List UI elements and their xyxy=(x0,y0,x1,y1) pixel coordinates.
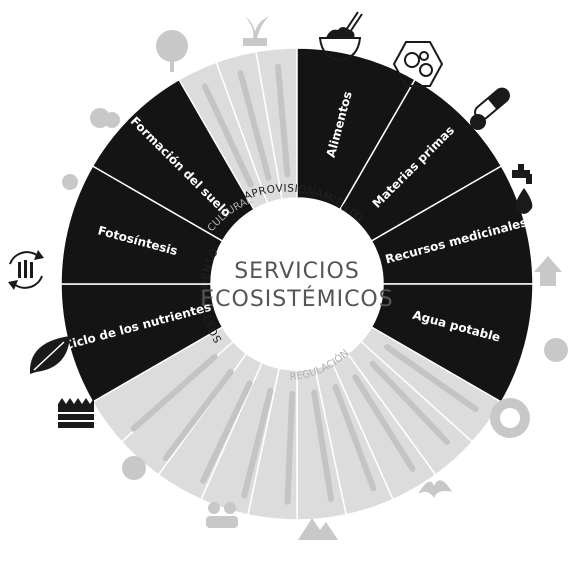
faint-label-mark-7 xyxy=(200,380,253,484)
faint-label-mark-3 xyxy=(332,384,377,492)
cycle-grain-icon xyxy=(8,250,44,290)
faint-label-mark-top-2 xyxy=(275,63,291,178)
waves-icon xyxy=(544,338,568,362)
leaf-icon xyxy=(29,336,71,374)
food-bowl-icon xyxy=(318,11,363,62)
money-cycle-icon xyxy=(490,398,530,438)
climate-icon xyxy=(534,256,562,286)
mountain-icon xyxy=(298,518,338,540)
faint-label-mark-top-0 xyxy=(201,83,254,188)
bird-icon xyxy=(418,480,452,498)
faint-label-mark-0 xyxy=(384,344,479,412)
water-tap-icon xyxy=(512,164,532,184)
dark-segments xyxy=(60,47,534,404)
faint-label-mark-top-1 xyxy=(237,70,272,181)
people-icon xyxy=(206,502,238,528)
plant-icon xyxy=(243,16,269,46)
soil-layers-icon xyxy=(58,398,94,428)
center-disk xyxy=(211,198,383,370)
cloud-icon xyxy=(90,108,120,128)
faint-label-mark-4 xyxy=(311,389,335,503)
tree-icon xyxy=(156,30,188,72)
faucet-drop-icon xyxy=(515,188,533,214)
sun-icon xyxy=(122,456,146,480)
pills-icon xyxy=(470,87,510,130)
faint-label-mark-9 xyxy=(130,353,218,432)
faint-label-mark-5 xyxy=(284,390,296,505)
faint-label-mark-2 xyxy=(352,374,416,472)
molecule-icon xyxy=(392,41,444,87)
faint-label-mark-1 xyxy=(369,360,451,446)
faint-left-icon xyxy=(62,174,78,190)
center-title-line1: SERVICIOS xyxy=(234,259,360,284)
faint-label-mark-6 xyxy=(241,387,274,499)
center-title-line2: ECOSISTÉMICOS xyxy=(200,286,393,312)
faint-label-mark-8 xyxy=(162,368,234,462)
